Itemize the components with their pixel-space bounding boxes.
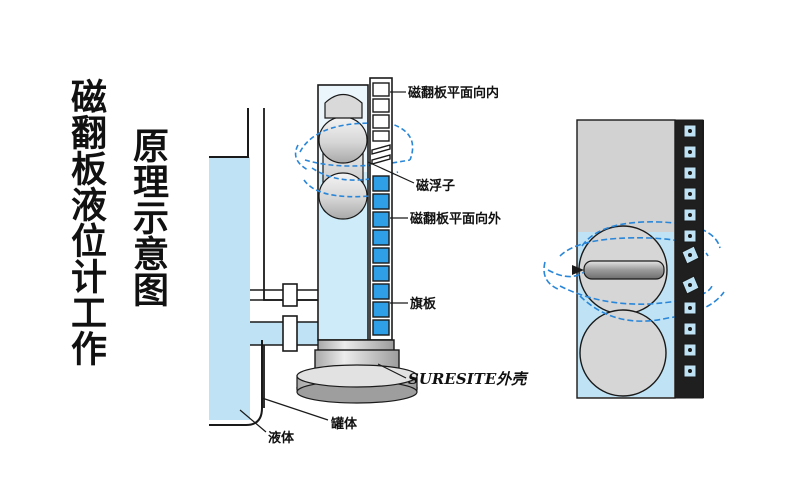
tank-inner-wall <box>263 108 318 408</box>
detail-view <box>543 119 725 399</box>
float-top-sphere <box>318 116 368 164</box>
detail-float-bottom <box>579 309 667 397</box>
tank-wall <box>209 108 263 426</box>
flaps-flipping <box>371 144 391 165</box>
level-gauge <box>294 77 418 404</box>
tank-liquid <box>209 157 250 420</box>
upper-flange <box>282 283 298 307</box>
flaps-inward <box>372 82 390 142</box>
label-tank: 罐体 <box>330 416 358 432</box>
flaps-outward <box>372 175 390 336</box>
leader-housing <box>377 363 407 379</box>
tank-vessel <box>209 108 318 426</box>
label-liquid: 液体 <box>268 430 295 446</box>
detail-flap-dots <box>688 129 692 373</box>
label-float: 磁浮子 <box>416 178 455 194</box>
detail-arrow <box>572 265 584 275</box>
detail-magnet <box>583 260 665 280</box>
housing-flange-top <box>296 364 418 388</box>
label-housing: SURESITE外壳 <box>408 370 529 388</box>
leader-lines <box>239 91 415 433</box>
label-flag: 旗板 <box>410 296 437 312</box>
label-flap-outward: 磁翻板平面向外 <box>410 211 501 227</box>
leader-float <box>367 161 415 184</box>
float-top-cap <box>324 93 363 119</box>
diagram-title: 磁翻板液位计工作 <box>65 78 106 366</box>
label-flap-inward: 磁翻板平面向内 <box>408 85 499 101</box>
magnetic-field-left <box>294 122 414 198</box>
leader-tank <box>261 397 329 421</box>
lower-flange <box>282 315 298 352</box>
diagram-subtitle: 原理示意图 <box>127 127 168 307</box>
leader-liquid <box>239 409 267 433</box>
